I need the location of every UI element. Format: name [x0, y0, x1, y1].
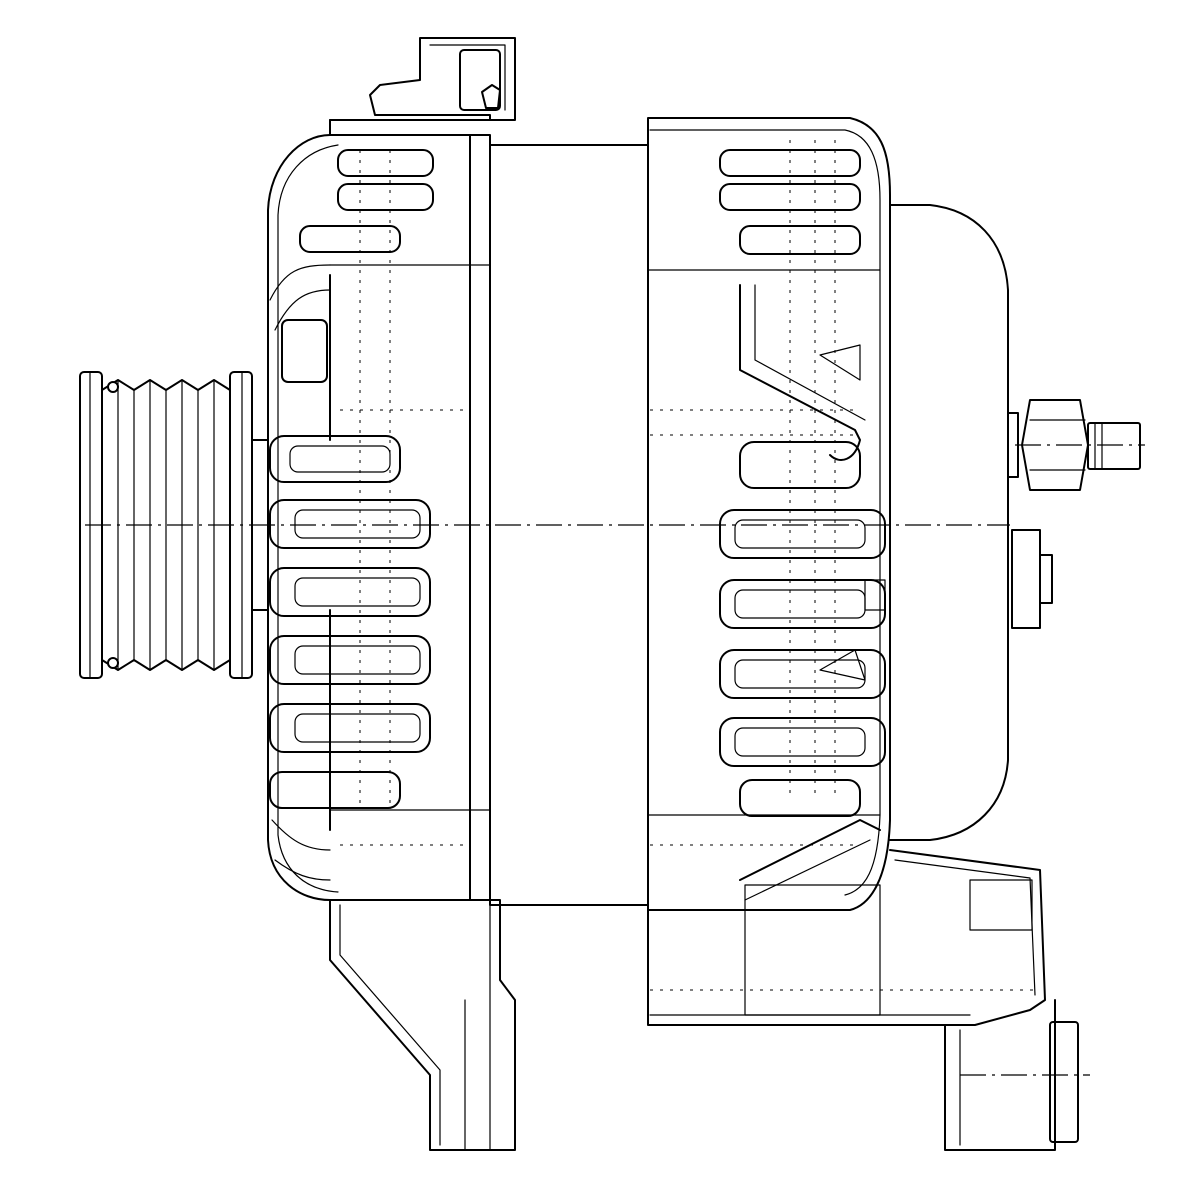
lower-nut [1011, 529, 1053, 629]
rear-housing [647, 117, 1079, 1151]
front-housing [267, 37, 516, 1151]
center-lines [85, 444, 1145, 1076]
hidden-lines [340, 140, 1040, 991]
